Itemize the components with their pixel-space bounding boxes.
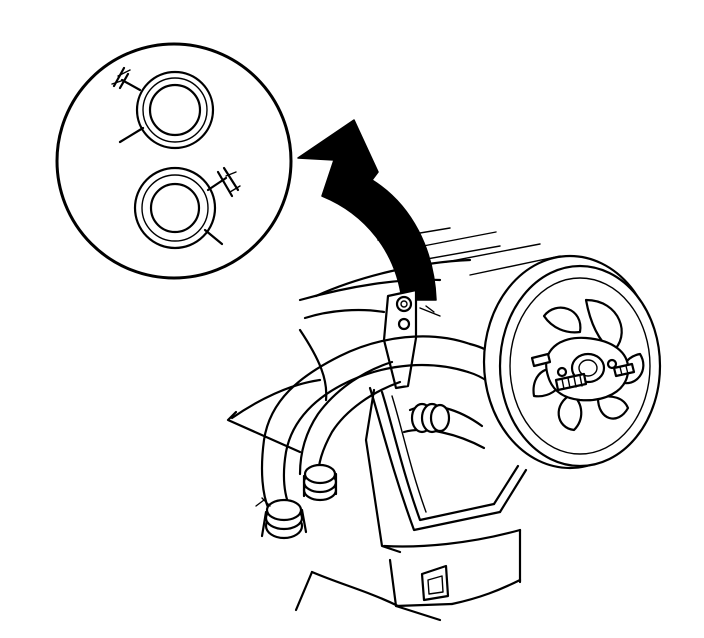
- clamp-left: [255, 497, 308, 540]
- mounting-bracket: [382, 288, 441, 390]
- engine-top-lines: [298, 227, 561, 302]
- hub-studs: [530, 352, 636, 392]
- bracket-bolt-hole-top: [395, 295, 413, 313]
- clamp-middle: [302, 463, 338, 502]
- upper-hose-fitting: [111, 66, 215, 150]
- cooling-fan-pulley: [482, 254, 662, 470]
- lower-hose-fitting: [133, 166, 241, 250]
- engine-block: [226, 308, 522, 622]
- hose-clamps: [255, 402, 451, 540]
- bracket-bolt-hole-bottom: [397, 317, 411, 331]
- indicator-arrow: [297, 119, 437, 301]
- detail-magnifier-circle: [55, 42, 293, 280]
- clamp-pulley-side: [410, 402, 451, 434]
- magnifier-outline: [55, 42, 293, 280]
